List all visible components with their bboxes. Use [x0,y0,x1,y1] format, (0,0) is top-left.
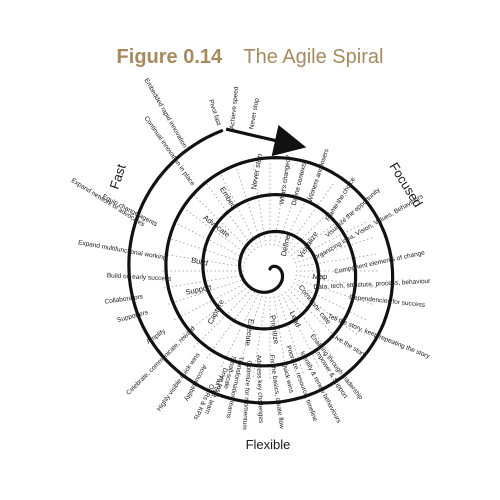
radial-spoke [277,168,304,247]
radial-spoke [294,237,373,264]
radial-spoke [206,291,256,359]
radial-spoke [295,274,377,289]
radial-spoke [294,278,373,305]
figure-title: The Agile Spiral [243,46,384,68]
radial-spoke [293,282,367,321]
radial-spoke [288,289,347,348]
radial-spoke [236,295,263,374]
spiral-line [127,129,395,405]
figure-header: Figure 0.14 The Agile Spiral [0,46,500,69]
detail-collaborators: Collaborators [104,293,144,305]
radial-spoke [182,207,250,257]
detail-achieve-speed: Achieve speed [229,86,240,130]
radial-spoke [281,294,320,368]
axis-label-fast: Fast [107,162,129,191]
radial-spoke [284,183,334,251]
phase-prioritize: Prioritize [268,315,281,345]
radial-spoke [173,221,247,260]
radial-spoke [273,164,288,246]
detail-equip-change-agents: Equip change agents [101,193,159,228]
phase-define: Define [279,234,292,257]
phase-never-stop: Never stop [249,153,264,190]
radial-spoke [284,291,334,359]
detail-data-tech: Data, tech, structure, process, behaviou… [313,278,431,291]
radial-spoke [220,174,259,248]
phase-lead: Lead [288,309,303,328]
radial-spoke [182,285,250,335]
detail-optimize-momentum: Optimize for momentum [241,360,253,430]
detail-live-story: Live the story [331,333,368,360]
radial-spoke [290,285,358,335]
radial-spoke [252,164,267,246]
phase-advocate: Advocate [201,213,231,239]
spiral-arrow [225,124,307,157]
detail-winners-losers: Winners and losers [307,147,331,203]
axis-label-flexible: Flexible [246,437,291,452]
figure-number: Figure 0.14 [116,46,223,68]
detail-build-early-success: Build on early success [107,272,173,282]
detail-address-challenges: Address key challenges [255,355,264,425]
phase-map: Map [313,272,328,281]
detail-supporters: Supporters [116,309,149,324]
phase-embed: Embed [218,185,238,210]
phase-execute: Execute [243,318,256,346]
radial-spoke [295,253,377,268]
radial-spoke [173,282,247,321]
detail-amplify: Amplify [145,327,167,345]
radial-spoke [288,194,347,253]
radial-spoke [193,194,252,253]
detail-pivot-fast: Pivot fast [207,99,222,127]
radial-spoke [236,168,263,247]
detail-component-elements: Component elements of change [334,249,426,275]
radial-spoke [167,278,246,305]
radial-spoke [206,183,256,251]
radial-spoke [293,221,367,260]
radial-spoke [290,207,358,257]
detail-never-stop: Never stop [248,97,260,130]
phase-build: Build [190,255,208,267]
radial-spoke [281,174,320,248]
radial-spoke [193,289,252,348]
radial-spoke [167,237,246,264]
detail-expand-multifunctional: Expand multifunctional working [78,239,168,262]
radial-spoke [220,294,259,368]
